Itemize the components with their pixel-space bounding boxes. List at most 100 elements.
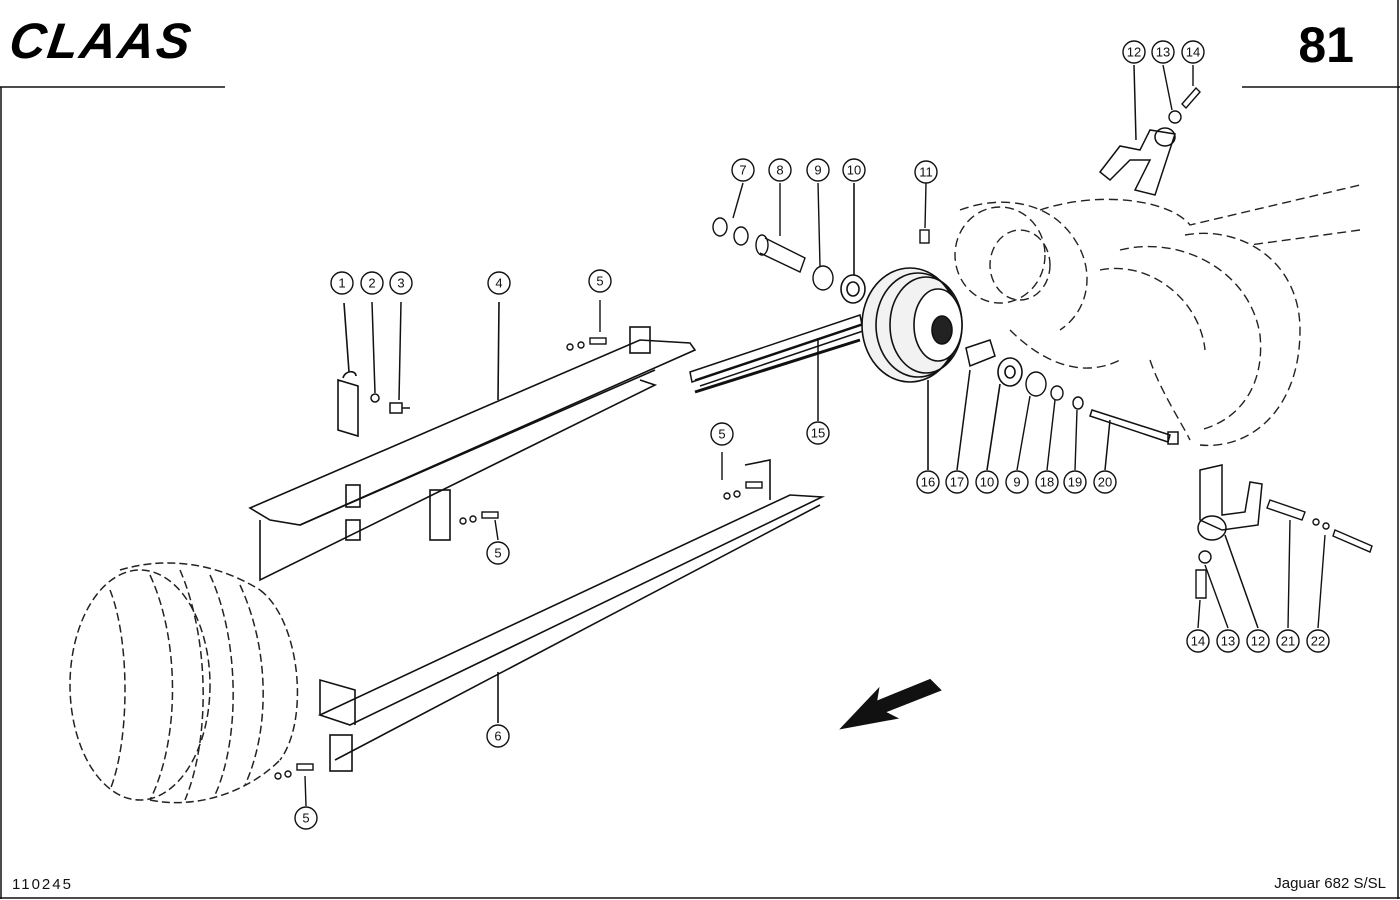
callout-c16: 16 — [916, 470, 940, 494]
part-10-bearing-rear — [986, 357, 1023, 471]
callout-circle — [1063, 470, 1087, 494]
part-12-bracket-upper — [1098, 64, 1176, 196]
callout-label: 13 — [1221, 634, 1235, 649]
callout-label: 19 — [1068, 475, 1082, 490]
part-10-bearing — [840, 183, 866, 304]
callout-label: 16 — [921, 475, 935, 490]
part-15-v-belts — [689, 314, 867, 421]
callout-c3: 3 — [389, 271, 413, 295]
callout-label: 5 — [302, 811, 309, 826]
callout-label: 11 — [919, 165, 933, 180]
part-14-bolt-lower — [1195, 569, 1207, 629]
callout-label: 18 — [1040, 475, 1054, 490]
callout-circle — [294, 806, 318, 830]
callout-c15: 15 — [806, 421, 830, 445]
callout-label: 12 — [1251, 634, 1265, 649]
callout-label: 1 — [338, 276, 345, 291]
callout-circle — [487, 271, 511, 295]
callout-circle — [1035, 470, 1059, 494]
callout-label: 4 — [495, 276, 502, 291]
part-9-circlip-rear — [1016, 371, 1047, 471]
callout-label: 7 — [739, 163, 746, 178]
callout-circle — [1122, 40, 1146, 64]
callout-circle — [731, 158, 755, 182]
callout-c11: 11 — [914, 160, 938, 184]
callout-circle — [710, 422, 734, 446]
callout-c13a: 13 — [1151, 40, 1175, 64]
callout-c18: 18 — [1035, 470, 1059, 494]
part-6-lower-guide — [317, 459, 826, 772]
part-5-fastener-set — [274, 300, 763, 807]
callout-label: 8 — [776, 163, 783, 178]
callout-circle — [1246, 629, 1270, 653]
callout-c9a: 9 — [806, 158, 830, 182]
callout-label: 21 — [1281, 634, 1295, 649]
part-13-nut-upper — [1162, 64, 1182, 124]
callout-c1: 1 — [330, 271, 354, 295]
part-7-washers — [712, 182, 749, 246]
callout-label: 5 — [494, 546, 501, 561]
part-17-bushing — [956, 339, 996, 471]
page-number: 81 — [1298, 17, 1354, 73]
callout-c2: 2 — [360, 271, 384, 295]
callout-c7: 7 — [731, 158, 755, 182]
callout-c14a: 14 — [1181, 40, 1205, 64]
callout-label: 2 — [368, 276, 375, 291]
callout-c14b: 14 — [1186, 629, 1210, 653]
callout-label: 5 — [596, 274, 603, 289]
callout-label: 6 — [494, 729, 501, 744]
callout-label: 17 — [950, 475, 964, 490]
part-18-washer — [1046, 385, 1064, 471]
part-13-nut-lower — [1198, 550, 1229, 629]
callout-label: 9 — [1013, 475, 1020, 490]
part-14-bolt-upper — [1181, 65, 1201, 110]
document-number: 110245 — [12, 876, 73, 893]
callout-circle — [1181, 40, 1205, 64]
machine-housing-outline — [954, 184, 1361, 447]
callout-c20: 20 — [1093, 470, 1117, 494]
callout-circle — [975, 470, 999, 494]
part-11-key — [919, 182, 930, 244]
callout-circle — [588, 269, 612, 293]
callout-circle — [916, 470, 940, 494]
callout-circle — [914, 160, 938, 184]
callout-c12a: 12 — [1122, 40, 1146, 64]
callout-c13b: 13 — [1216, 629, 1240, 653]
callout-circle — [1005, 470, 1029, 494]
part-12-bracket-lower — [1197, 464, 1263, 629]
callout-c4: 4 — [487, 271, 511, 295]
part-19-washer — [1072, 396, 1084, 471]
callout-c22: 22 — [1306, 629, 1330, 653]
callout-label: 5 — [718, 427, 725, 442]
callout-circle — [806, 421, 830, 445]
part-4-upper-guide — [248, 301, 697, 582]
callout-label: 22 — [1311, 634, 1325, 649]
callout-c5b: 5 — [486, 541, 510, 565]
callout-circle — [389, 271, 413, 295]
callout-c10b: 10 — [975, 470, 999, 494]
callout-label: 10 — [847, 163, 861, 178]
part-1-clip — [337, 302, 359, 438]
callout-c21: 21 — [1276, 629, 1300, 653]
callout-c9b: 9 — [1005, 470, 1029, 494]
callout-c5c: 5 — [710, 422, 734, 446]
part-20-bolt — [1089, 409, 1179, 471]
callout-circle — [806, 158, 830, 182]
callout-circle — [945, 470, 969, 494]
callout-circle — [1276, 629, 1300, 653]
callout-c19: 19 — [1063, 470, 1087, 494]
callout-c12b: 12 — [1246, 629, 1270, 653]
callout-label: 9 — [814, 163, 821, 178]
callout-circle — [486, 724, 510, 748]
callout-label: 3 — [397, 276, 404, 291]
callout-label: 13 — [1156, 45, 1170, 60]
part-21-pin — [1266, 499, 1306, 629]
callout-circle — [768, 158, 792, 182]
callout-label: 14 — [1191, 634, 1205, 649]
callout-circle — [842, 158, 866, 182]
callout-c5a: 5 — [588, 269, 612, 293]
callout-label: 20 — [1098, 475, 1112, 490]
model-name: Jaguar 682 S/SL — [1274, 875, 1386, 892]
callout-c5d: 5 — [294, 806, 318, 830]
